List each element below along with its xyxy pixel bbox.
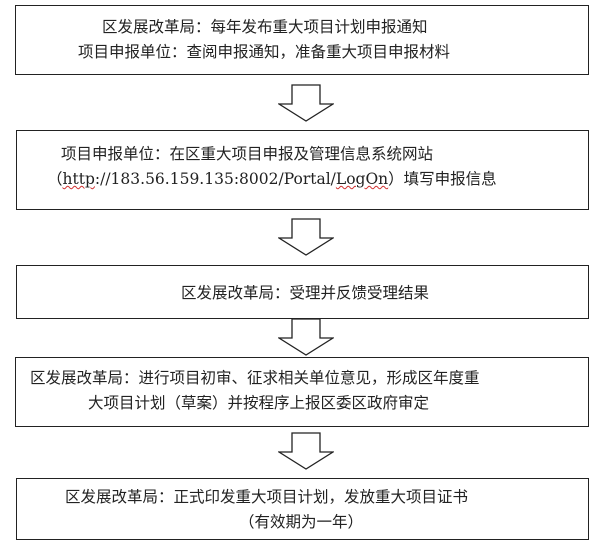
step-3-line-1: 区发展改革局：受理并反馈受理结果: [181, 284, 430, 302]
paren: （: [47, 170, 63, 188]
step-3-box: 区发展改革局：受理并反馈受理结果: [16, 265, 589, 319]
down-arrow-icon: [278, 84, 334, 122]
down-arrow-icon: [278, 218, 334, 256]
down-arrow-icon: [278, 432, 334, 470]
step-4-line-1: 区发展改革局：进行项目初审、征求相关单位意见，形成区年度重: [30, 369, 480, 387]
step-2-line-2-rest: ）填写申报信息: [388, 170, 497, 188]
step-2-line-2: （http://183.56.159.135:8002/Portal/LogOn…: [17, 167, 588, 192]
step-1-line-2: 项目申报单位：查阅申报通知，准备重大项目申报材料: [78, 43, 451, 61]
step-1-box: 区发展改革局：每年发布重大项目计划申报通知 项目申报单位：查阅申报通知，准备重大…: [15, 5, 589, 75]
url-logon: LogOn: [335, 170, 389, 188]
step-4-box: 区发展改革局：进行项目初审、征求相关单位意见，形成区年度重 大项目计划（草案）并…: [15, 357, 589, 427]
step-2-line-1: 项目申报单位：在区重大项目申报及管理信息系统网站: [61, 145, 434, 163]
step-1-line-1: 区发展改革局：每年发布重大项目计划申报通知: [102, 18, 428, 36]
url-http: http: [62, 170, 95, 188]
down-arrow-icon: [278, 318, 334, 356]
step-5-line-2: （有效期为一年）: [239, 513, 364, 531]
step-4-line-2: 大项目计划（草案）并按程序上报区委区政府审定: [88, 394, 430, 412]
step-2-box: 项目申报单位：在区重大项目申报及管理信息系统网站 （http://183.56.…: [16, 130, 589, 210]
step-5-line-1: 区发展改革局：正式印发重大项目计划，发放重大项目证书: [65, 488, 469, 506]
step-5-box: 区发展改革局：正式印发重大项目计划，发放重大项目证书 （有效期为一年）: [16, 478, 589, 540]
url-path: ://183.56.159.135:8002/Portal/: [94, 170, 336, 188]
